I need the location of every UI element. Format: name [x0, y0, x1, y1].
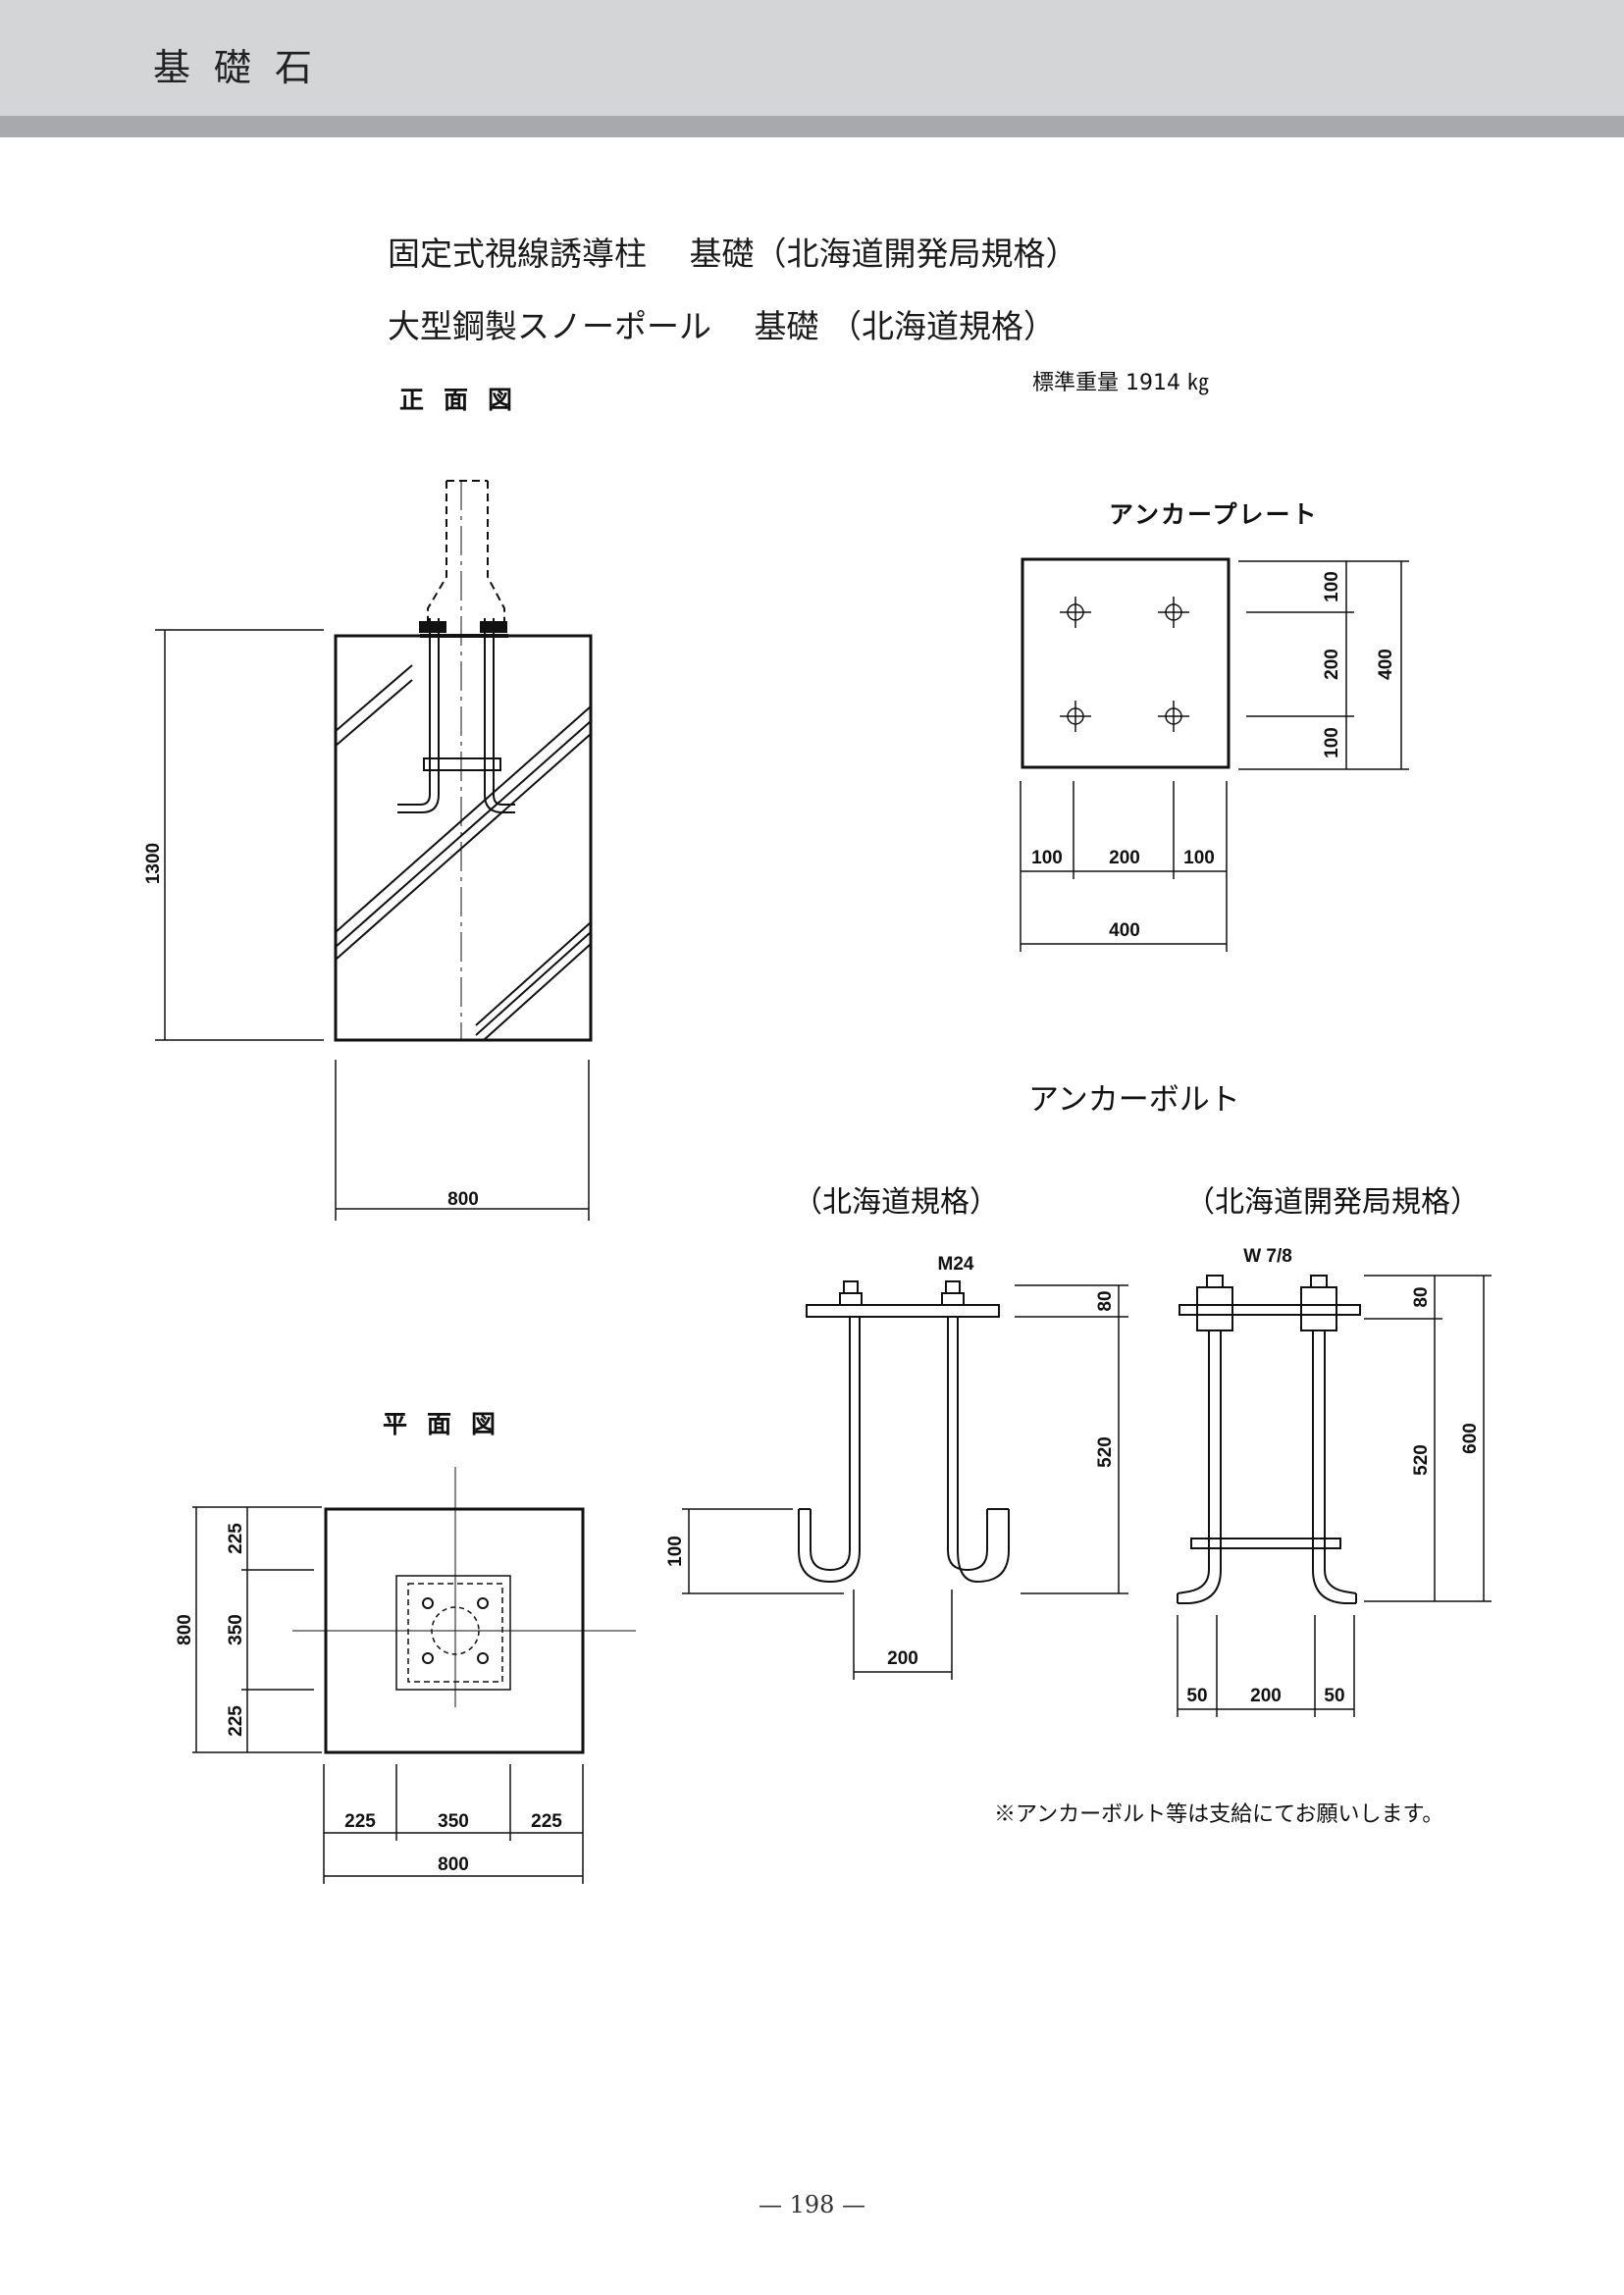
anchor-bolt-title: アンカーボルト [1028, 1082, 1240, 1118]
dim-bolt-left-spacing: 200 [887, 1648, 918, 1669]
anchor-bolts-front [397, 618, 515, 813]
bolt-left-plate [806, 1304, 1000, 1318]
dim-plan-left-top: 225 [226, 1523, 246, 1554]
anchor-bolt-right [1177, 1275, 1492, 1717]
header-bar [0, 0, 1624, 116]
plan-plate-dashed [407, 1583, 503, 1683]
plan-dimensions [192, 1506, 584, 1884]
anchor-bolt-right-subtitle: （北海道開発局規格） [1185, 1185, 1480, 1220]
dim-bolt-left-hook: 100 [665, 1536, 686, 1567]
plan-plate-outline [395, 1575, 511, 1691]
dim-plan-left-mid: 350 [226, 1614, 246, 1645]
dim-bolt-right-top: 80 [1411, 1286, 1432, 1307]
dim-bolt-right-bottom-mid: 200 [1250, 1686, 1282, 1706]
anchor-plate [1020, 557, 1409, 952]
pole-dashed [427, 481, 505, 628]
bolt-left-hook-2 [947, 1509, 1010, 1584]
dim-front-width: 800 [447, 1189, 479, 1210]
plan-view [192, 1467, 636, 1884]
dim-bolt-left-length: 520 [1095, 1436, 1116, 1468]
bolt-right-thread: W 7/8 [1243, 1246, 1292, 1267]
bolt-left-hook-1 [798, 1509, 861, 1584]
dim-front-height: 1300 [143, 843, 164, 884]
anchor-plate-label: アンカープレート [1109, 500, 1319, 529]
bolt-right-foot-2 [1312, 1569, 1357, 1604]
dim-plan-bottom-total: 800 [438, 1854, 469, 1875]
page-number: — 198 — [758, 2191, 866, 2218]
anchor-bolt-left [682, 1280, 1128, 1680]
dim-bolt-right-total: 600 [1460, 1423, 1481, 1454]
dim-bolt-right-bottom-right: 50 [1324, 1686, 1344, 1706]
standard-weight: 標準重量 1914 ㎏ [1032, 371, 1209, 395]
front-dimensions [155, 629, 590, 1221]
plan-view-label: 平面図 [383, 1410, 516, 1438]
dim-plate-bottom-mid: 200 [1109, 848, 1140, 868]
dim-plate-right-mid: 200 [1322, 649, 1342, 680]
front-view-label: 正面図 [399, 386, 533, 414]
bolt-right-lower-bar [1190, 1538, 1341, 1549]
header-strip [0, 116, 1624, 137]
supply-note: ※アンカーボルト等は支給にてお願いします。 [994, 1802, 1444, 1827]
bolt-right-plate [1179, 1304, 1361, 1316]
dim-plan-bottom-mid: 350 [438, 1811, 469, 1832]
hatching [335, 664, 592, 1041]
front-view [155, 480, 593, 1221]
anchor-bolt-left-subtitle: （北海道規格） [793, 1185, 999, 1220]
dim-plate-right-bottom: 100 [1322, 727, 1342, 758]
anchor-plate-outline [1021, 557, 1231, 769]
heading-line-2: 大型鋼製スノーポール 基礎 （北海道規格） [388, 307, 1056, 345]
bolt-left-thread: M24 [938, 1254, 974, 1275]
page-title: 基礎石 [153, 46, 337, 89]
plan-pole-circle [431, 1606, 480, 1655]
heading-line-1: 固定式視線誘導柱 基礎（北海道開発局規格） [388, 235, 1078, 273]
bolt-right-foot-1 [1177, 1569, 1222, 1604]
dim-plan-bottom-right: 225 [531, 1811, 562, 1832]
dim-plan-left-bottom: 225 [226, 1705, 246, 1737]
bolt-left-dimensions [682, 1284, 1128, 1680]
dim-plate-bottom-right: 100 [1183, 848, 1215, 868]
anchor-plate-holes [1060, 597, 1189, 732]
dim-plan-left-total: 800 [175, 1614, 195, 1645]
bolt-right-dimensions [1177, 1275, 1492, 1717]
dim-plate-right-total: 400 [1376, 649, 1396, 680]
dim-plate-bottom-left: 100 [1031, 848, 1063, 868]
dim-bolt-left-top: 80 [1095, 1290, 1116, 1311]
dim-plate-bottom-total: 400 [1109, 920, 1140, 941]
dim-bolt-right-bottom-left: 50 [1186, 1686, 1207, 1706]
anchor-plate-dimensions [1020, 560, 1409, 952]
dim-plan-bottom-left: 225 [344, 1811, 376, 1832]
dim-plate-right-top: 100 [1322, 571, 1342, 602]
dim-bolt-right-length: 520 [1411, 1444, 1432, 1476]
